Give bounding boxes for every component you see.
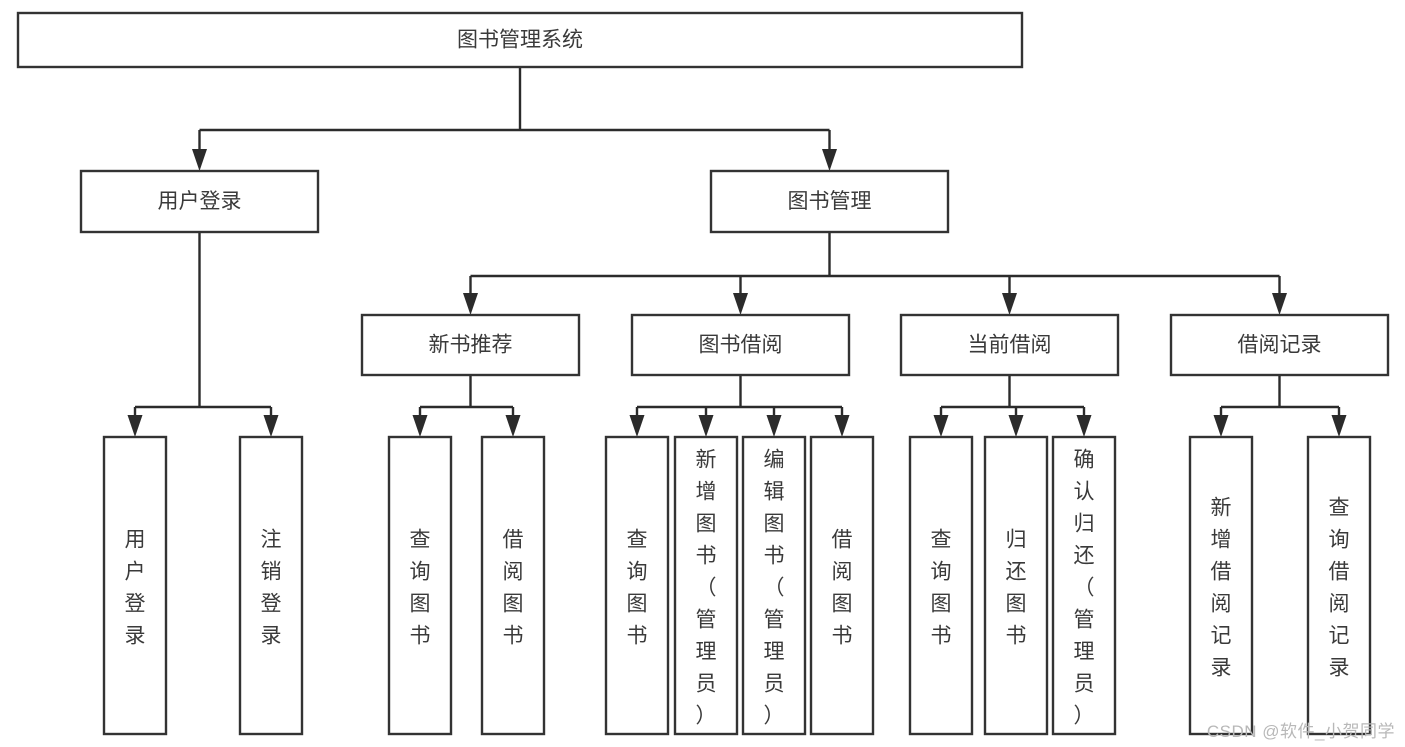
node-label: 查询图书 xyxy=(931,528,952,647)
node-label: 图书借阅 xyxy=(699,334,783,357)
node-leaf-add-book[interactable]: 新增图书（管理员） xyxy=(673,435,739,736)
node-box xyxy=(1188,435,1254,736)
node-box xyxy=(480,435,546,736)
node-user-login[interactable]: 用户登录 xyxy=(79,169,320,234)
node-leaf-user-logout[interactable]: 注销登录 xyxy=(238,435,304,736)
arrow-head-icon xyxy=(263,415,279,437)
node-leaf-edit-book[interactable]: 编辑图书（管理员） xyxy=(741,435,807,736)
arrow-head-icon xyxy=(1002,293,1017,315)
node-box xyxy=(809,435,875,736)
node-label: 借阅图书 xyxy=(503,528,524,647)
arrow-head-icon xyxy=(1272,293,1287,315)
node-label: 编辑图书（管理员） xyxy=(764,448,785,727)
arrow-head-icon xyxy=(1331,415,1347,437)
arrow-head-icon xyxy=(834,415,850,437)
arrow-head-icon xyxy=(933,415,949,437)
arrow-head-icon xyxy=(629,415,645,437)
node-box xyxy=(1169,313,1390,377)
arrow-head-icon xyxy=(192,149,207,171)
node-label: 当前借阅 xyxy=(968,334,1052,357)
node-label: 新增借阅记录 xyxy=(1211,496,1232,679)
node-label: 查询图书 xyxy=(627,528,648,647)
node-leaf-query-book-3[interactable]: 查询图书 xyxy=(908,435,974,736)
node-leaf-return-book[interactable]: 归还图书 xyxy=(983,435,1049,736)
arrow-head-icon xyxy=(1213,415,1229,437)
node-box xyxy=(360,313,581,377)
node-new-book-rec[interactable]: 新书推荐 xyxy=(360,313,581,377)
node-label: 借阅记录 xyxy=(1238,334,1322,357)
node-box xyxy=(1051,435,1117,736)
node-label: 图书管理系统 xyxy=(457,29,583,52)
node-leaf-borrow-book-1[interactable]: 借阅图书 xyxy=(480,435,546,736)
nodes-layer: 图书管理系统用户登录图书管理新书推荐图书借阅当前借阅借阅记录用户登录注销登录查询… xyxy=(16,11,1390,736)
arrow-head-icon xyxy=(1008,415,1024,437)
edges-layer xyxy=(127,67,1347,437)
node-label: 图书管理 xyxy=(788,190,872,213)
node-box xyxy=(1306,435,1372,736)
node-leaf-add-record[interactable]: 新增借阅记录 xyxy=(1188,435,1254,736)
node-current-borrow[interactable]: 当前借阅 xyxy=(899,313,1120,377)
node-label: 新增图书（管理员） xyxy=(696,448,717,727)
arrow-head-icon xyxy=(698,415,714,437)
arrow-head-icon xyxy=(127,415,143,437)
node-book-manage[interactable]: 图书管理 xyxy=(709,169,950,234)
node-box xyxy=(630,313,851,377)
node-leaf-borrow-book-2[interactable]: 借阅图书 xyxy=(809,435,875,736)
node-box xyxy=(16,11,1024,69)
node-box xyxy=(983,435,1049,736)
node-label: 确认归还（管理员） xyxy=(1074,448,1095,727)
arrow-head-icon xyxy=(766,415,782,437)
node-label: 查询图书 xyxy=(410,528,431,647)
node-book-borrow[interactable]: 图书借阅 xyxy=(630,313,851,377)
node-box xyxy=(709,169,950,234)
arrow-head-icon xyxy=(822,149,837,171)
node-leaf-confirm-return[interactable]: 确认归还（管理员） xyxy=(1051,435,1117,736)
node-borrow-record[interactable]: 借阅记录 xyxy=(1169,313,1390,377)
node-label: 用户登录 xyxy=(125,528,146,647)
node-label: 查询借阅记录 xyxy=(1329,496,1350,679)
node-label: 用户登录 xyxy=(158,190,242,213)
node-leaf-query-book-2[interactable]: 查询图书 xyxy=(604,435,670,736)
node-leaf-query-book-1[interactable]: 查询图书 xyxy=(387,435,453,736)
node-label: 注销登录 xyxy=(261,528,282,647)
node-box xyxy=(79,169,320,234)
arrow-head-icon xyxy=(505,415,521,437)
node-box xyxy=(604,435,670,736)
arrow-head-icon xyxy=(412,415,428,437)
node-box xyxy=(387,435,453,736)
node-root[interactable]: 图书管理系统 xyxy=(16,11,1024,69)
arrow-head-icon xyxy=(1076,415,1092,437)
node-label: 借阅图书 xyxy=(832,528,853,647)
node-label: 新书推荐 xyxy=(429,334,513,357)
node-box xyxy=(899,313,1120,377)
node-box xyxy=(908,435,974,736)
node-label: 归还图书 xyxy=(1006,528,1027,647)
node-box xyxy=(673,435,739,736)
node-leaf-query-record[interactable]: 查询借阅记录 xyxy=(1306,435,1372,736)
arrow-head-icon xyxy=(463,293,478,315)
node-box xyxy=(102,435,168,736)
arrow-head-icon xyxy=(733,293,748,315)
node-box xyxy=(238,435,304,736)
node-box xyxy=(741,435,807,736)
node-leaf-user-login[interactable]: 用户登录 xyxy=(102,435,168,736)
